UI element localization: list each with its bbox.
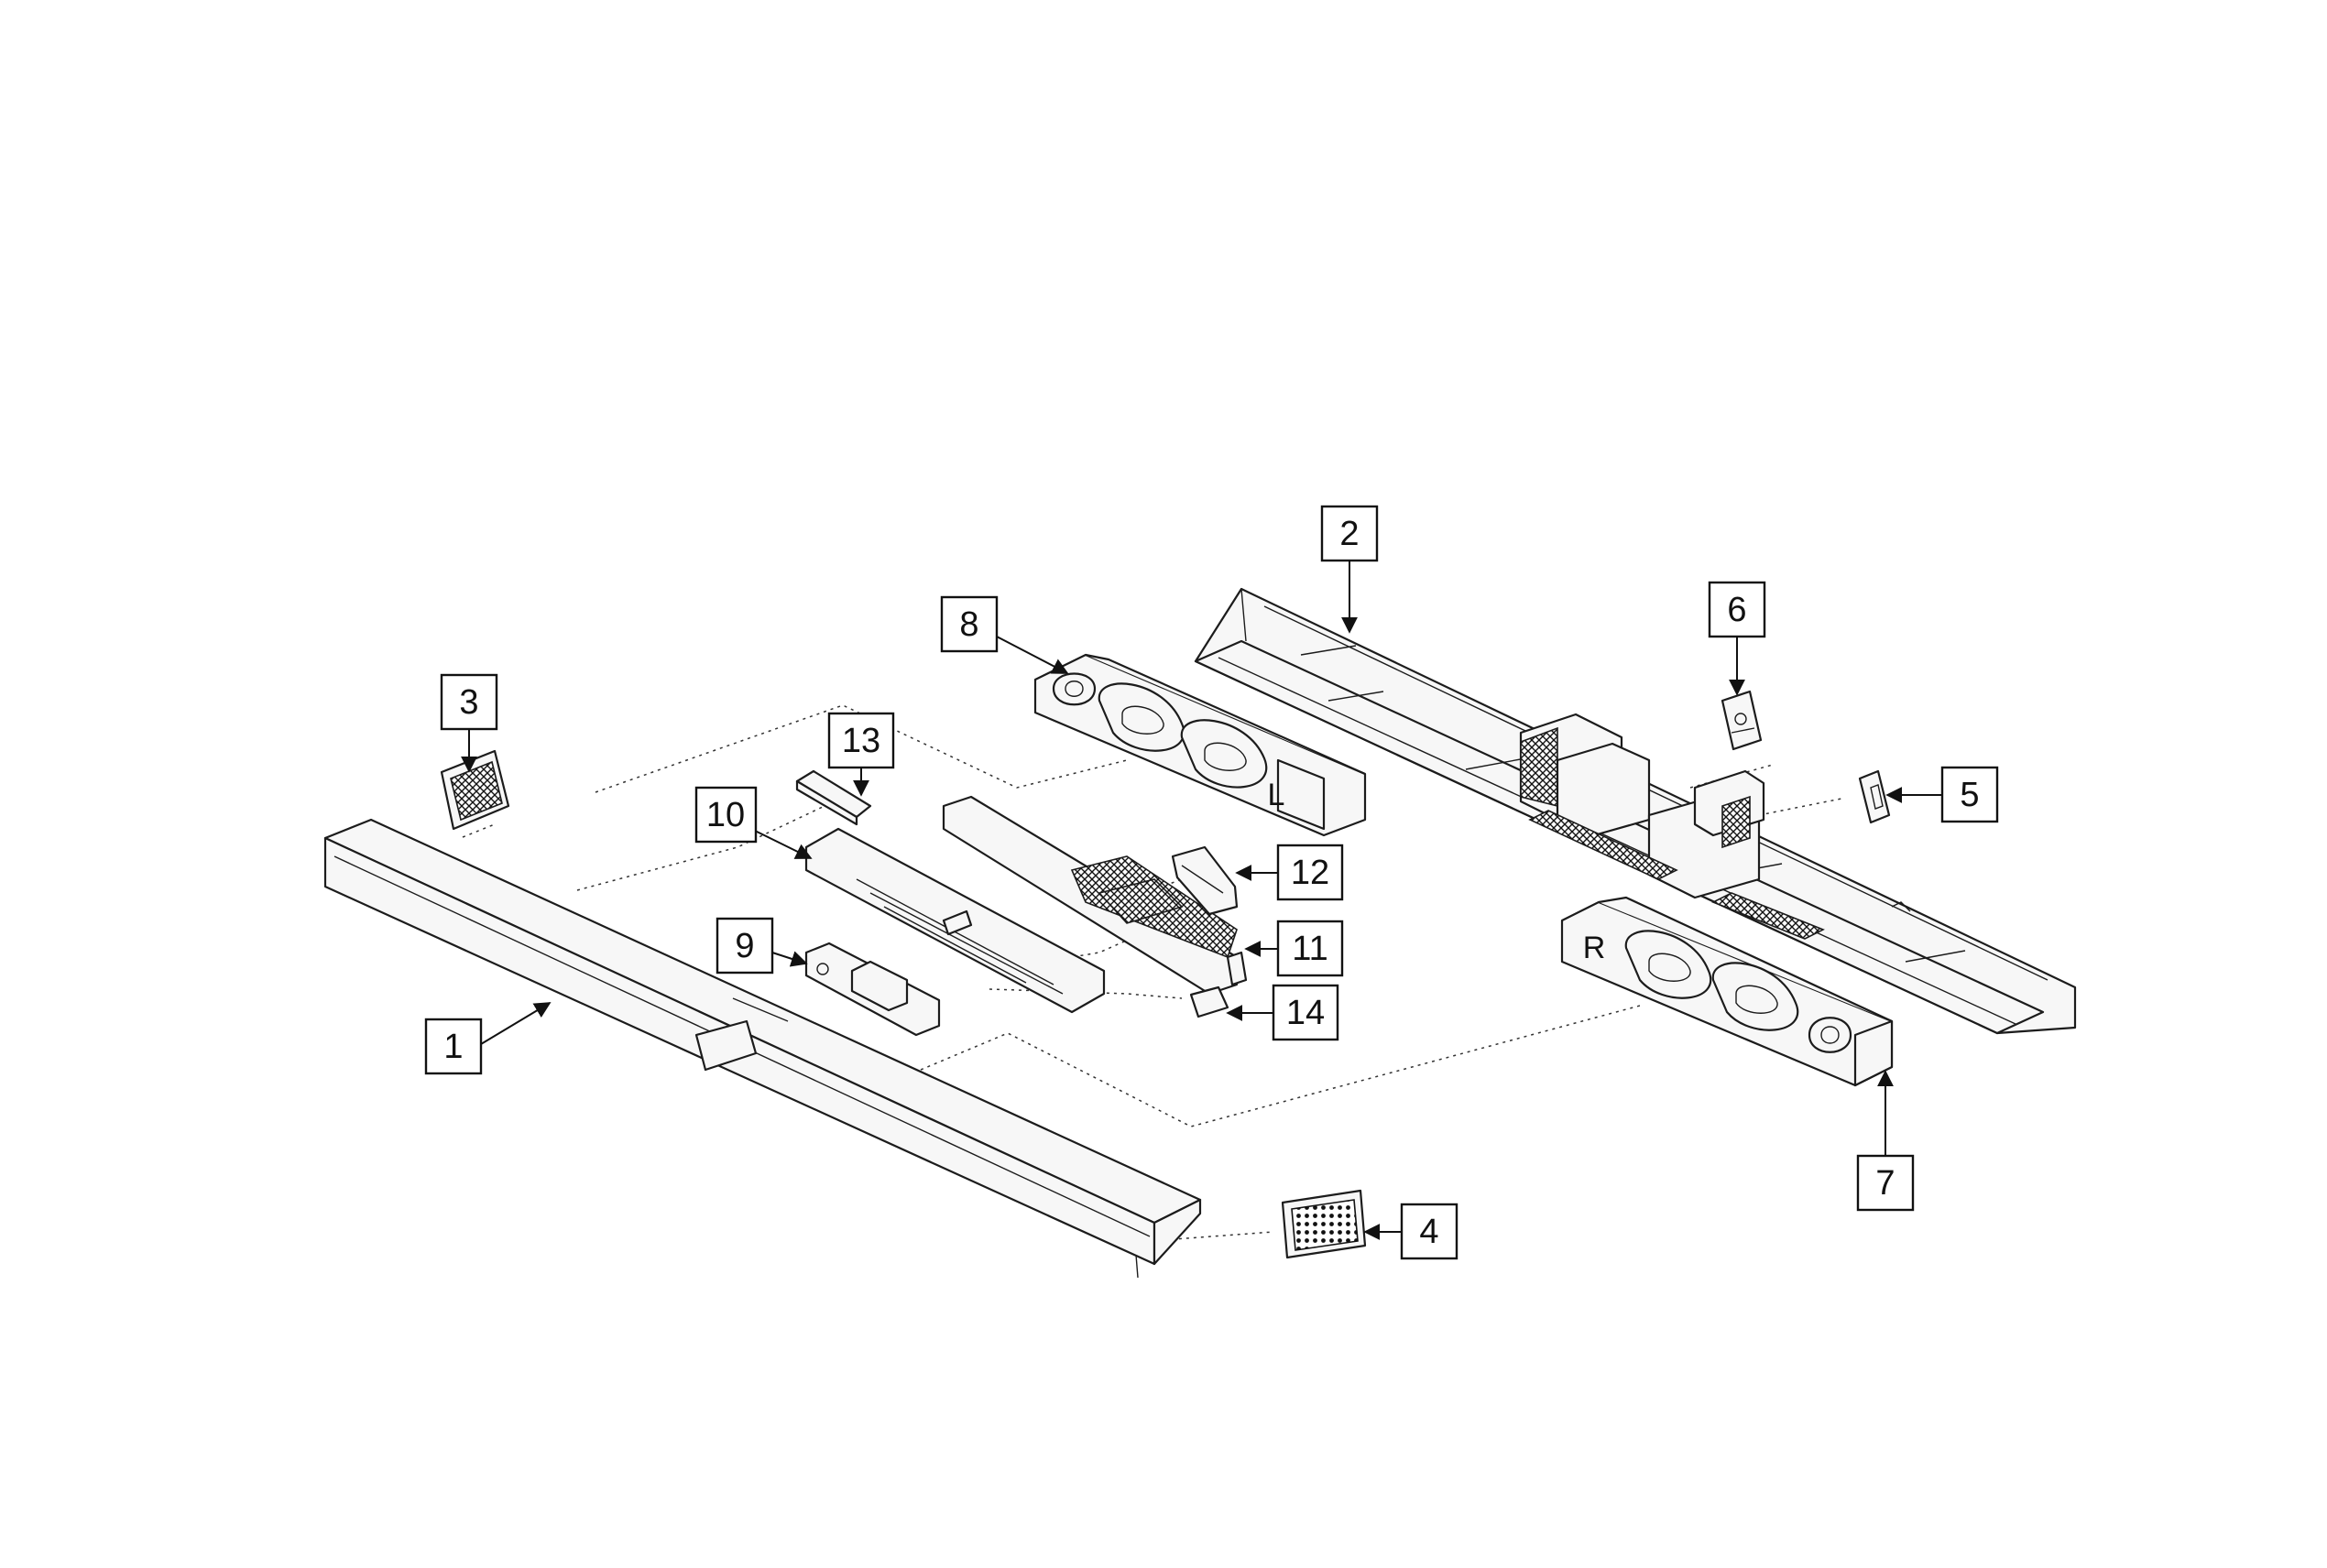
callout-label: 7 [1875,1164,1895,1203]
callout-label: 9 [735,927,754,965]
part-2-rear-chassis [1194,587,2077,1035]
callout-label: 1 [443,1028,463,1066]
part-13-small-board [795,769,872,826]
callout-label: 5 [1960,776,1979,814]
callout-label: 4 [1419,1213,1438,1251]
part-12-bracket-board [1171,845,1239,916]
part-9-control-board [804,942,941,1037]
callout-10: 10 [694,786,758,844]
callout-13: 13 [827,712,895,769]
callout-5: 5 [1940,766,1999,823]
part-4-end-grille [1281,1189,1367,1259]
callout-label: 12 [1291,854,1329,892]
callout-4: 4 [1400,1203,1458,1260]
speaker-left-marking: L [1268,778,1285,812]
part-5-clip [1858,769,1891,824]
part-14-connector [1189,985,1229,1018]
callout-1: 1 [424,1018,483,1075]
part-11-amp-board [942,795,1248,996]
callout-9: 9 [716,917,774,975]
callout-label: 14 [1286,994,1325,1032]
callout-2: 2 [1320,505,1379,562]
part-7-right-speaker: R [1560,896,1894,1087]
callout-leaders [461,561,1942,1240]
callout-label: 8 [959,605,978,644]
callout-7: 7 [1856,1154,1915,1212]
callout-label: 13 [842,722,880,760]
callout-label: 10 [706,796,745,834]
part-3-end-grille [440,749,510,831]
part-8-left-speaker: L [1033,653,1367,837]
callout-label: 2 [1339,515,1359,553]
callout-label: 11 [1292,930,1327,968]
callout-6: 6 [1708,581,1766,638]
callout-12: 12 [1276,844,1344,901]
speaker-right-marking: R [1583,931,1606,965]
part-1-front-cover [323,818,1202,1279]
part-10-main-board [804,827,1106,1014]
callout-14: 14 [1272,984,1339,1041]
callout-3: 3 [440,673,498,731]
callout-11: 11 [1276,920,1344,977]
callout-label: 3 [459,683,478,722]
callout-label: 6 [1727,591,1746,629]
callout-8: 8 [940,595,999,653]
part-6-bracket [1721,690,1763,751]
